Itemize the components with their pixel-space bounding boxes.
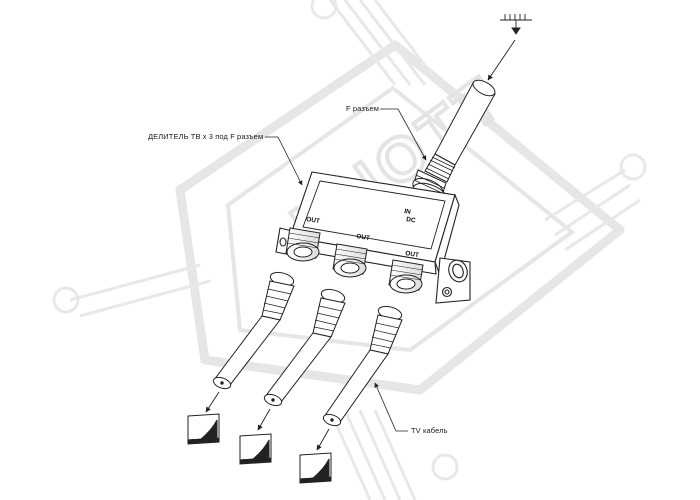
input-cable: [424, 79, 496, 183]
port-label-in: IN: [404, 208, 412, 216]
output-cable-3: [322, 305, 403, 427]
tv-arrow-2: [257, 408, 271, 431]
output-cable-1: [212, 271, 295, 390]
antenna-icon: [500, 14, 532, 35]
leader-f-connector: [380, 108, 427, 161]
port-label-out-1: OUT: [306, 216, 321, 225]
out-port-2: [332, 243, 368, 278]
tv-cable-label: TV кабель: [411, 426, 448, 435]
tv-icon: [239, 433, 272, 465]
port-label-dc: DC: [406, 216, 417, 224]
antenna-arrow: [487, 39, 516, 81]
tv-icon: [299, 452, 332, 484]
f-connector-label: F разъем: [346, 104, 380, 113]
out-port-3: [388, 259, 424, 294]
tv-icon: [187, 413, 220, 445]
out-port-1: [285, 227, 321, 262]
port-label-out-3: OUT: [405, 250, 420, 259]
leader-splitter: [265, 136, 303, 186]
splitter-label: ДЕЛИТЕЛЬ ТВ х 3 под F разъем: [148, 132, 264, 141]
tv-arrow-1: [205, 391, 220, 413]
output-cable-2: [263, 288, 346, 407]
leader-tv-cable: [374, 382, 408, 432]
tv-arrow-3: [316, 428, 330, 451]
port-label-out-2: OUT: [356, 233, 371, 242]
